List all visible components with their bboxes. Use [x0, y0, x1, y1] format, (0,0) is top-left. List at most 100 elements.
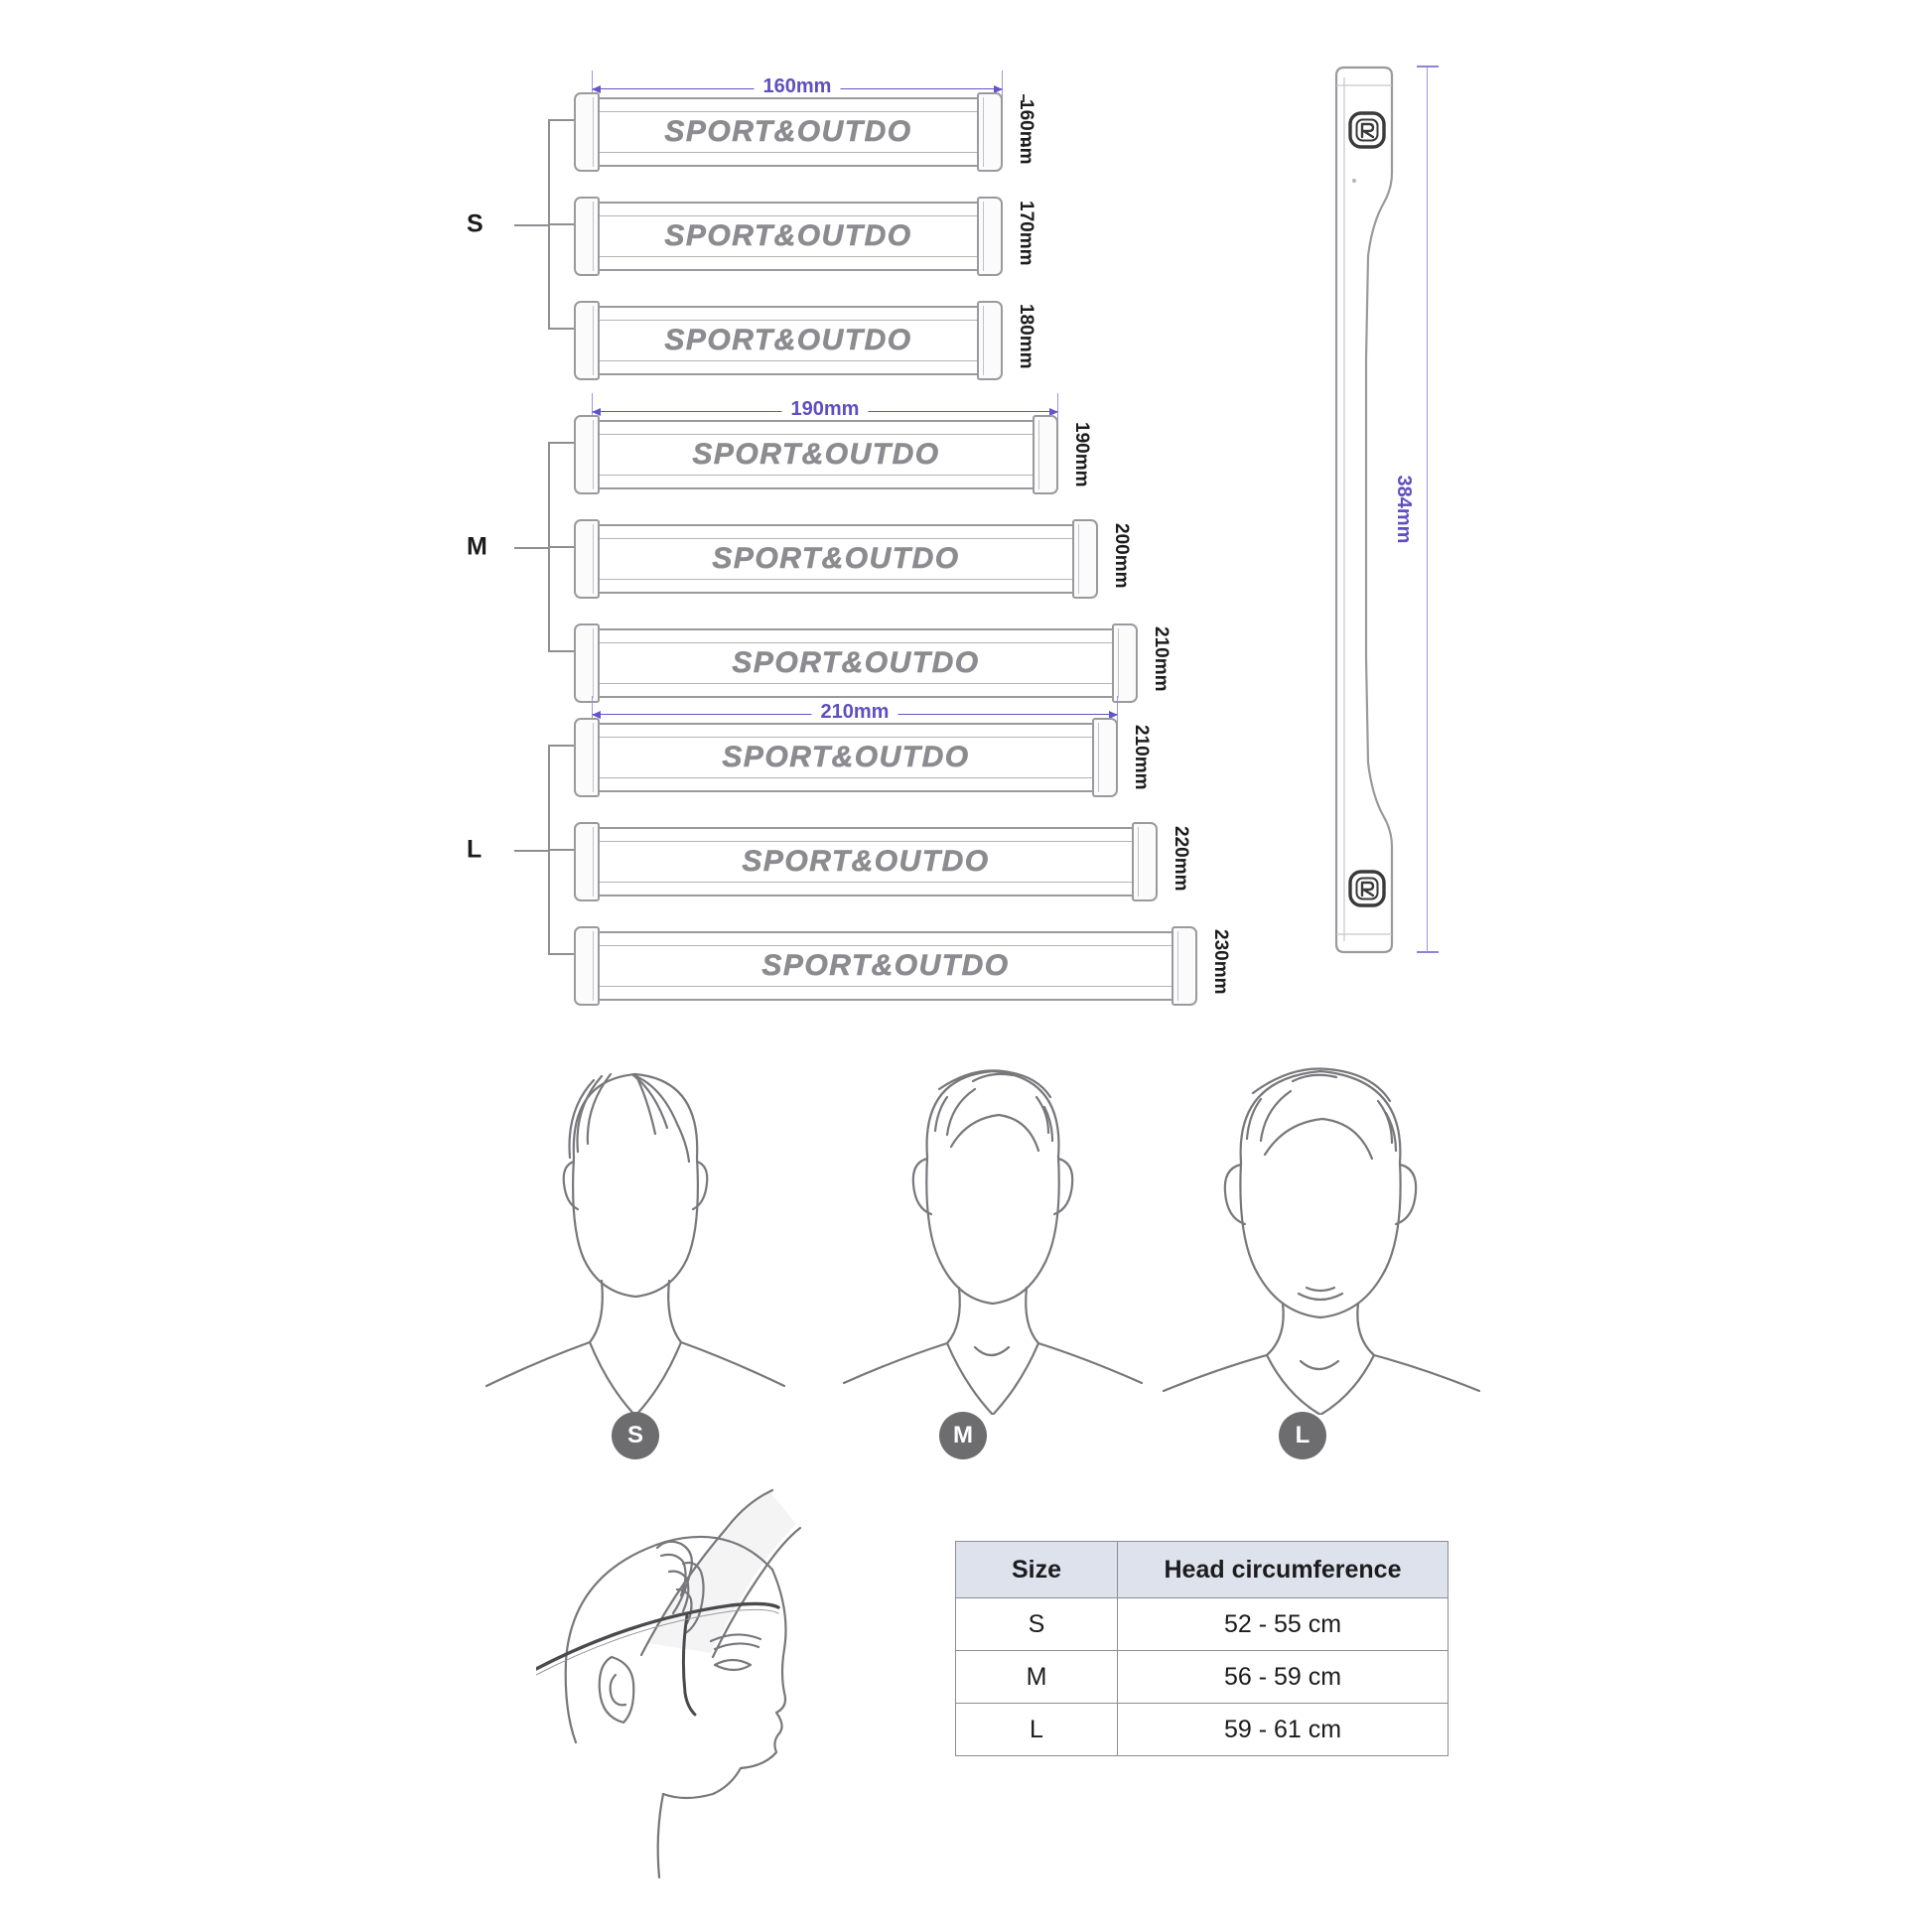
strap-end-cap-right [1033, 415, 1058, 494]
bracket-tick [548, 119, 578, 121]
strap-end-cap-right [977, 92, 1003, 172]
height-label-m-190: 190mm [1071, 422, 1092, 487]
dimension-cap-top [1417, 66, 1439, 68]
strap-body [600, 420, 1033, 489]
side-profile-measure-illustration [534, 1488, 802, 1879]
bracket-stem [514, 224, 548, 226]
strap-m-200: SPORT&OUTDO [574, 519, 1098, 599]
arrow-right-icon [1109, 711, 1118, 719]
table-header-circumference: Head circumference [1117, 1541, 1449, 1598]
arrow-left-icon [592, 85, 601, 93]
size-chip-s: S [612, 1412, 659, 1459]
height-label-l-210: 210mm [1131, 725, 1152, 790]
strap-body [600, 202, 977, 271]
dimension-line [1427, 66, 1428, 953]
bracket-stem [514, 547, 548, 549]
bracket-tick [548, 328, 578, 330]
width-dimension-m: 190mm [592, 393, 1058, 423]
height-label-m-200: 200mm [1111, 523, 1132, 589]
strap-body [600, 306, 977, 375]
strap-s-160: SPORT&OUTDO [574, 92, 1003, 172]
strap-end-cap-left [574, 197, 600, 276]
table-cell-circumference: 56 - 59 cm [1117, 1650, 1449, 1704]
length-dimension-vertical-strap: 384mm [1392, 66, 1439, 953]
size-chip-l: L [1279, 1412, 1326, 1459]
measuring-illustration [534, 1445, 973, 1901]
brand-text: SPORT&OUTDO [692, 438, 940, 472]
table-row: M 56 - 59 cm [955, 1650, 1449, 1704]
strap-l-210: SPORT&OUTDO [574, 718, 1118, 797]
height-tick [1023, 94, 1025, 102]
strap-end-cap-left [574, 519, 600, 599]
strap-end-cap-left [574, 822, 600, 901]
head-illustration-m [842, 1069, 1144, 1417]
table-cell-size: M [955, 1650, 1118, 1704]
strap-s-170: SPORT&OUTDO [574, 197, 1003, 276]
bracket-stem [514, 850, 548, 852]
head-figure-m [824, 1028, 1162, 1417]
strap-end-cap-right [1092, 718, 1118, 797]
size-chip-m: M [939, 1412, 987, 1459]
strap-l-230: SPORT&OUTDO [574, 926, 1197, 1006]
size-table: Size Head circumference S 52 - 55 cm M 5… [955, 1541, 1449, 1756]
strap-end-cap-right [1132, 822, 1158, 901]
size-chip-label: L [1295, 1422, 1311, 1449]
size-chip-label: M [953, 1422, 973, 1449]
vertical-strap-outline [1334, 66, 1394, 954]
table-row: L 59 - 61 cm [955, 1703, 1449, 1756]
strap-end-cap-left [574, 623, 600, 703]
width-dimension-s: 160mm [592, 70, 1003, 100]
brand-text: SPORT&OUTDO [664, 324, 912, 357]
bracket-tick [548, 745, 578, 747]
dimension-cap-bottom [1417, 951, 1439, 953]
strap-end-cap-left [574, 926, 600, 1006]
height-label-s-160: 160mm [1016, 99, 1036, 165]
bracket-tick [548, 849, 578, 851]
size-chip-label: S [626, 1422, 643, 1449]
strap-end-cap-left [574, 415, 600, 494]
head-figure-l [1142, 1028, 1499, 1417]
size-label-l: L [467, 835, 483, 864]
strap-body [600, 97, 977, 167]
table-header-size: Size [955, 1541, 1118, 1598]
bracket-tick [548, 953, 578, 955]
head-illustration-l [1162, 1067, 1481, 1417]
brand-text: SPORT&OUTDO [742, 845, 990, 879]
arrow-right-icon [1049, 408, 1058, 416]
strap-end-cap-right [1172, 926, 1197, 1006]
strap-end-cap-left [574, 718, 600, 797]
bracket-tick [548, 442, 578, 444]
brand-text: SPORT&OUTDO [664, 115, 912, 149]
strap-s-180: SPORT&OUTDO [574, 301, 1003, 380]
strap-body [600, 827, 1132, 897]
strap-end-cap-right [1072, 519, 1098, 599]
height-label-m-210: 210mm [1151, 626, 1172, 692]
brand-text: SPORT&OUTDO [732, 646, 980, 680]
dimension-label: 160mm [754, 75, 841, 98]
bracket-tick [548, 546, 578, 548]
vertical-strap-figure [1322, 62, 1442, 960]
brand-badge-icon [1348, 870, 1386, 907]
height-label-s-170: 170mm [1016, 201, 1036, 266]
brand-text: SPORT&OUTDO [761, 949, 1010, 983]
strap-l-220: SPORT&OUTDO [574, 822, 1158, 901]
brand-text: SPORT&OUTDO [722, 741, 970, 774]
brand-badge-icon [1348, 111, 1386, 149]
table-cell-circumference: 59 - 61 cm [1117, 1703, 1449, 1756]
table-header-row: Size Head circumference [955, 1541, 1449, 1598]
dimension-label: 210mm [811, 701, 898, 724]
table-row: S 52 - 55 cm [955, 1597, 1449, 1651]
size-label-s: S [467, 209, 484, 238]
strap-body [600, 931, 1172, 1001]
strap-end-cap-left [574, 92, 600, 172]
strap-end-cap-right [977, 301, 1003, 380]
arrow-right-icon [994, 85, 1003, 93]
strap-body [600, 524, 1072, 594]
table-cell-size: L [955, 1703, 1118, 1756]
strap-m-210: SPORT&OUTDO [574, 623, 1138, 703]
strap-body [600, 723, 1092, 792]
head-illustration-s [484, 1072, 786, 1418]
height-tick [1023, 139, 1025, 147]
brand-text: SPORT&OUTDO [664, 219, 912, 253]
